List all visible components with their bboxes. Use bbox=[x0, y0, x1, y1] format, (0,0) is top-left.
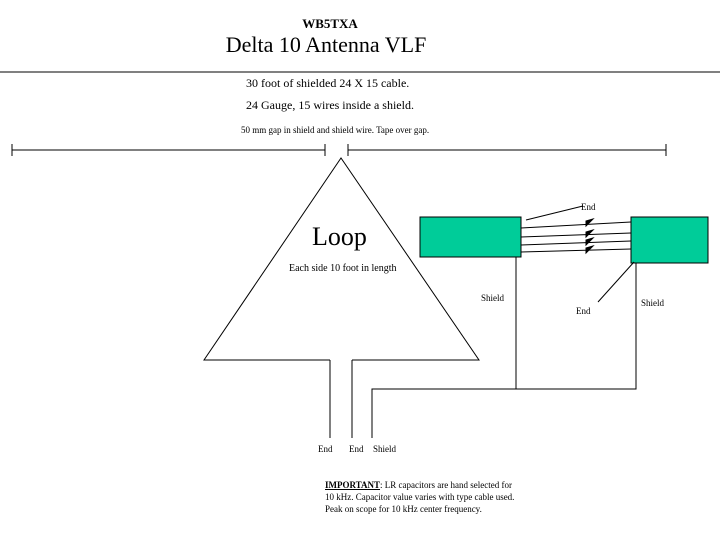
capacitor-left bbox=[419, 216, 522, 258]
shield-right-label: Shield bbox=[641, 298, 665, 308]
end-top-leader bbox=[525, 205, 584, 221]
important-heading: IMPORTANT bbox=[325, 480, 381, 490]
gap-note-text: 50 mm gap in shield and shield wire. Tap… bbox=[241, 125, 430, 135]
capacitor-right bbox=[630, 216, 709, 264]
important-body: : LR capacitors are hand selected for 10… bbox=[325, 480, 515, 514]
feed-lead-shield bbox=[371, 263, 637, 438]
end-mid-leader bbox=[597, 261, 635, 303]
page-title: Delta 10 Antenna VLF bbox=[225, 32, 427, 57]
end-top-label: End bbox=[581, 202, 596, 212]
shield-left-label: Shield bbox=[481, 293, 505, 303]
shield-bottom-label: Shield bbox=[373, 444, 397, 454]
end-mid-label: End bbox=[576, 306, 591, 316]
cable-dimension-left bbox=[11, 144, 326, 156]
end-b-label: End bbox=[349, 444, 364, 454]
cable-spec-text: 30 foot of shielded 24 X 15 cable. bbox=[246, 76, 410, 90]
loop-side-note: Each side 10 foot in length bbox=[289, 263, 397, 274]
important-note: IMPORTANT: LR capacitors are hand select… bbox=[325, 479, 515, 515]
callsign-label: WB5TXA bbox=[302, 16, 358, 31]
capacitor-interconnect-wires bbox=[520, 217, 632, 255]
loop-label: Loop bbox=[312, 222, 367, 251]
end-a-label: End bbox=[318, 444, 333, 454]
cable-dimension-right bbox=[347, 144, 667, 156]
gauge-spec-text: 24 Gauge, 15 wires inside a shield. bbox=[246, 98, 414, 112]
loop-triangle-left bbox=[203, 157, 480, 361]
